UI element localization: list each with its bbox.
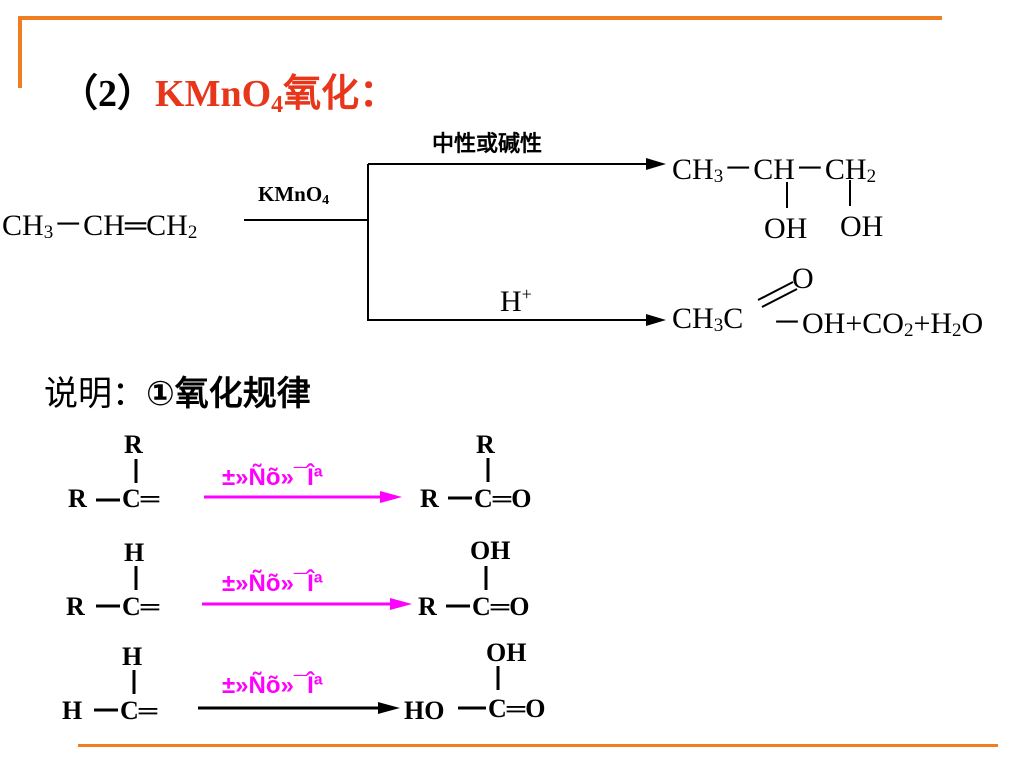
- rule-2-right-co: C═O: [472, 592, 530, 621]
- acid-h: H: [500, 285, 522, 318]
- rule-2-left-side: R: [66, 592, 85, 621]
- rule-2-right-side: R: [418, 592, 437, 621]
- rule-3-right-side: HO: [404, 696, 445, 725]
- propene-reactant: CH3－CH═CH2: [2, 200, 197, 244]
- diol-oh-2: OH: [840, 210, 884, 243]
- reagent-sub: 4: [322, 193, 330, 208]
- diol-ch3: CH: [672, 153, 714, 186]
- diol-ch2-sub: 2: [866, 166, 877, 187]
- rule-3-arrow-label: ±»Ñõ»¯Îª: [222, 672, 323, 699]
- title-kmno: KMnO: [155, 73, 272, 115]
- rule-1-arrow-label: ±»Ñõ»¯Îª: [222, 464, 323, 491]
- rule-3-eq: ═: [138, 696, 158, 725]
- frame-bottom-line: [78, 744, 998, 747]
- rule-1-left-top: R: [124, 430, 143, 459]
- rule-1-right-top: R: [476, 430, 495, 459]
- condition-neutral: 中性或碱性: [432, 132, 543, 157]
- title-reaction: KMnO4氧化：: [155, 73, 398, 118]
- rule-3-right-c: C: [488, 694, 507, 723]
- rule-3-lines: [94, 666, 500, 714]
- rule-1-right-co: C═O: [474, 484, 532, 513]
- rule-1-left-c: C═: [122, 484, 159, 514]
- rule-2-eq: ═: [140, 592, 160, 621]
- rule-2-right-c: C: [472, 592, 491, 621]
- acid-product-o: O: [792, 262, 814, 295]
- rule-1-lines: [96, 458, 490, 503]
- reactant-ch2: CH: [146, 209, 188, 242]
- rule-2-lines: [96, 566, 488, 610]
- note-circle-number: ①: [146, 374, 175, 414]
- acid-ch3: CH: [672, 302, 714, 335]
- title-sub: 4: [271, 92, 284, 118]
- acid-plus: +: [521, 284, 532, 304]
- acid-ch3-sub: 3: [713, 315, 724, 336]
- acid-oh-co: OH+CO: [802, 307, 904, 340]
- acid-h2-sub: 2: [952, 320, 962, 341]
- rule-1-right-c: C: [474, 484, 493, 513]
- note-text: 氧化规律: [174, 374, 311, 414]
- diol-ch2: CH: [824, 153, 867, 186]
- reactant-ch3-sub: 3: [43, 222, 54, 243]
- product-diol-chain: CH3－CH－CH2: [672, 144, 876, 188]
- rule-2-c: C: [122, 592, 141, 621]
- diol-ch3-sub: 3: [713, 166, 724, 187]
- reactant-double-bond: ═: [124, 209, 147, 242]
- rule-2-right-top: OH: [470, 536, 511, 565]
- diol-dash1: －: [723, 153, 754, 186]
- title-number: （2）: [60, 73, 156, 115]
- rule-1-eq: ═: [140, 484, 160, 513]
- note-line: 说明：①氧化规律: [44, 366, 311, 415]
- rule-2-arrow-label: ±»Ñõ»¯Îª: [222, 570, 323, 597]
- acid-plus-h: +H: [913, 307, 953, 340]
- rule-3-c: C: [120, 696, 139, 725]
- rule-3-left-top: H: [122, 642, 143, 671]
- diol-ch: CH: [753, 153, 795, 186]
- rule-2-left-c: C═: [122, 592, 159, 622]
- reagent-label: KMnO4: [258, 182, 329, 209]
- acid-c: C: [723, 302, 744, 335]
- reactant-ch2-sub: 2: [187, 222, 198, 243]
- rule-3-right-o: O: [525, 694, 546, 723]
- slide-title: （2）KMnO4氧化：: [60, 62, 397, 119]
- rule-2-left-top: H: [124, 538, 145, 567]
- acid-co2-sub: 2: [903, 320, 914, 341]
- rule-1-left-side: R: [68, 484, 87, 513]
- acid-product-left: CH3C: [672, 302, 743, 337]
- reactant-ch3: CH: [2, 209, 44, 242]
- acid-o: O: [961, 307, 984, 340]
- frame-top-line: [18, 16, 942, 20]
- rule-1-right-o: O: [511, 484, 532, 513]
- rule-3-left-c: C═: [120, 696, 157, 726]
- title-suffix: 氧化：: [283, 73, 398, 115]
- diol-oh-1: OH: [764, 212, 808, 245]
- reagent-name: KMnO: [258, 182, 323, 206]
- rule-3-right-top: OH: [486, 638, 527, 667]
- rule-3-left-side: H: [62, 696, 83, 725]
- condition-acid: H+: [500, 284, 532, 319]
- frame-left-line: [18, 16, 22, 88]
- diol-dash2: －: [794, 153, 825, 186]
- note-prefix: 说明：: [44, 374, 146, 414]
- reactant-ch: －CH: [53, 209, 125, 242]
- rule-1-c: C: [122, 484, 141, 513]
- rule-2-right-o: O: [509, 592, 530, 621]
- rule-1-right-side: R: [420, 484, 439, 513]
- acid-product-right: －OH+CO2+H2O: [772, 307, 984, 341]
- rule-3-right-co: C═O: [488, 694, 546, 723]
